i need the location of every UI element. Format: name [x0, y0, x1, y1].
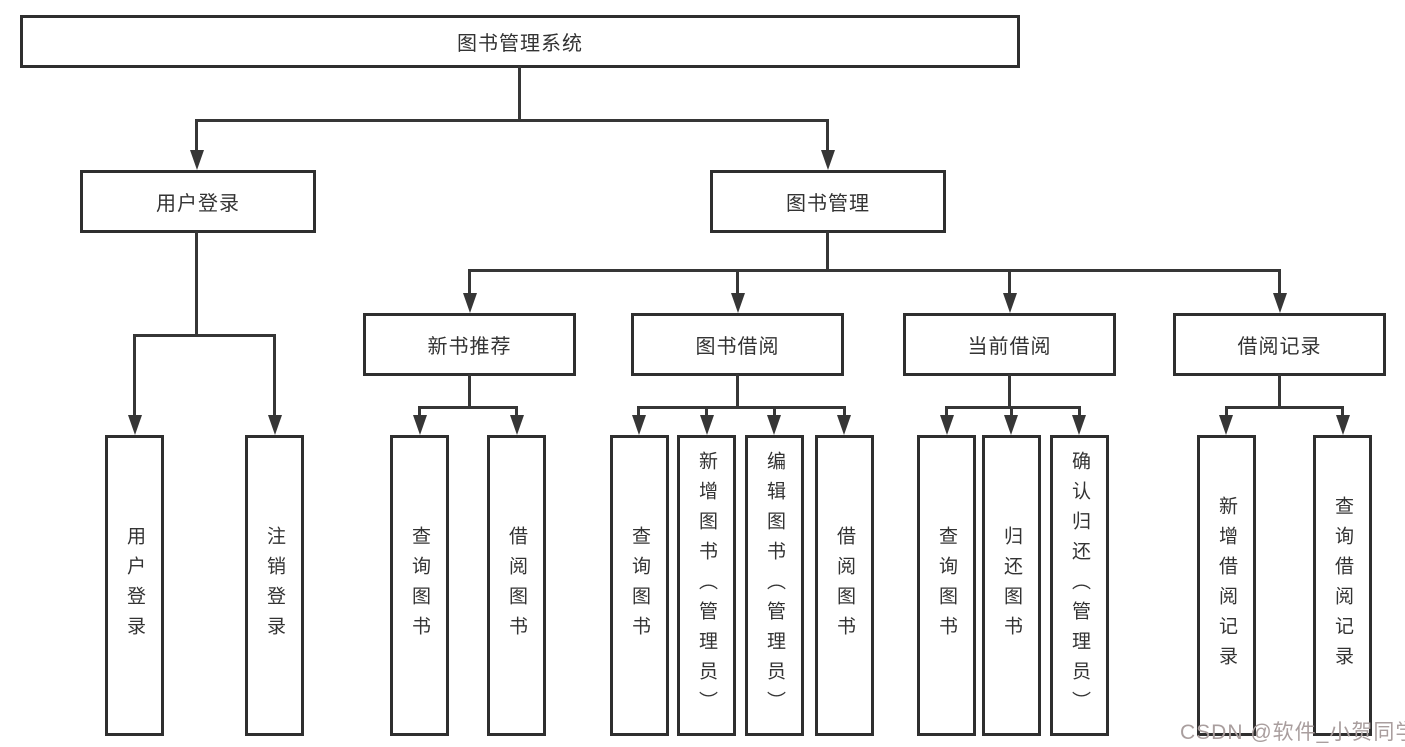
connector-line: [273, 334, 276, 415]
node-label: 确认归还（管理员）: [1069, 450, 1090, 721]
leaf-return-books: 归还图书: [982, 435, 1041, 736]
connector-line: [1078, 406, 1081, 415]
arrow-down-icon: [413, 415, 427, 435]
node-user-login: 用户登录: [80, 170, 316, 233]
connector-line: [518, 66, 521, 122]
arrow-down-icon: [767, 415, 781, 435]
node-label: 查询图书: [936, 525, 957, 646]
node-label: 图书管理: [786, 193, 870, 215]
leaf-user-login: 用户登录: [105, 435, 164, 736]
arrow-down-icon: [837, 415, 851, 435]
csdn-watermark: CSDN @软件_小贺同学: [1180, 721, 1405, 744]
node-borrowing-records: 借阅记录: [1173, 313, 1386, 376]
connector-line: [637, 406, 845, 409]
node-label: 查询借阅记录: [1332, 495, 1353, 676]
node-label: 借阅图书: [506, 525, 527, 646]
connector-line: [1341, 406, 1344, 415]
leaf-query-borrow-record: 查询借阅记录: [1313, 435, 1372, 736]
node-label: 用户登录: [124, 525, 145, 646]
node-new-book-recommendation: 新书推荐: [363, 313, 576, 376]
node-label: 编辑图书（管理员）: [764, 450, 785, 721]
connector-line: [1278, 269, 1281, 293]
leaf-add-books-admin: 新增图书（管理员）: [677, 435, 736, 736]
leaf-borrow-books-borrowing: 借阅图书: [815, 435, 874, 736]
node-label: 用户登录: [156, 193, 240, 215]
connector-line: [1010, 406, 1013, 415]
node-label: 图书借阅: [695, 336, 780, 358]
node-label: 新书推荐: [427, 336, 512, 358]
connector-line: [418, 406, 518, 409]
connector-line: [945, 406, 948, 415]
connector-line: [773, 406, 776, 415]
connector-line: [1225, 406, 1344, 409]
arrow-down-icon: [1219, 415, 1233, 435]
connector-line: [1278, 374, 1281, 408]
leaf-add-borrow-record: 新增借阅记录: [1197, 435, 1256, 736]
connector-line: [195, 231, 198, 337]
node-label: 当前借阅: [967, 336, 1052, 358]
arrow-down-icon: [268, 415, 282, 435]
connector-line: [736, 374, 739, 408]
connector-line: [705, 406, 708, 415]
node-label: 新增借阅记录: [1216, 495, 1237, 676]
leaf-query-books-borrowing: 查询图书: [610, 435, 669, 736]
leaf-logout: 注销登录: [245, 435, 304, 736]
connector-line: [826, 231, 829, 272]
connector-line: [736, 269, 739, 293]
node-label: 图书管理系统: [457, 33, 583, 55]
node-label: 借阅记录: [1237, 336, 1322, 358]
arrow-down-icon: [821, 150, 835, 170]
connector-line: [843, 406, 846, 415]
connector-line: [468, 269, 1281, 272]
connector-line: [418, 406, 421, 415]
node-label: 新增图书（管理员）: [696, 450, 717, 721]
arrow-down-icon: [128, 415, 142, 435]
connector-line: [1225, 406, 1228, 415]
leaf-query-books-current: 查询图书: [917, 435, 976, 736]
leaf-confirm-return-admin: 确认归还（管理员）: [1050, 435, 1109, 736]
leaf-borrow-books-recommend: 借阅图书: [487, 435, 546, 736]
connector-line: [195, 119, 829, 122]
leaf-edit-books-admin: 编辑图书（管理员）: [745, 435, 804, 736]
connector-line: [468, 269, 471, 293]
arrow-down-icon: [700, 415, 714, 435]
connector-line: [1008, 269, 1011, 293]
node-book-management: 图书管理: [710, 170, 946, 233]
node-root-book-management-system: 图书管理系统: [20, 15, 1020, 68]
arrow-down-icon: [1273, 293, 1287, 313]
arrow-down-icon: [940, 415, 954, 435]
node-label: 借阅图书: [834, 525, 855, 646]
arrow-down-icon: [632, 415, 646, 435]
connector-line: [133, 334, 136, 415]
arrow-down-icon: [1004, 415, 1018, 435]
connector-line: [826, 119, 829, 152]
arrow-down-icon: [1003, 293, 1017, 313]
leaf-query-books-recommend: 查询图书: [390, 435, 449, 736]
node-label: 查询图书: [409, 525, 430, 646]
arrow-down-icon: [510, 415, 524, 435]
connector-line: [133, 334, 276, 337]
arrow-down-icon: [1336, 415, 1350, 435]
arrow-down-icon: [190, 150, 204, 170]
node-label: 注销登录: [264, 525, 285, 646]
node-current-borrowing: 当前借阅: [903, 313, 1116, 376]
arrow-down-icon: [1072, 415, 1086, 435]
node-book-borrowing: 图书借阅: [631, 313, 844, 376]
connector-line: [515, 406, 518, 415]
connector-line: [195, 119, 198, 152]
arrow-down-icon: [463, 293, 477, 313]
arrow-down-icon: [731, 293, 745, 313]
connector-line: [1008, 374, 1011, 408]
connector-line: [637, 406, 640, 415]
node-label: 归还图书: [1001, 525, 1022, 646]
connector-line: [468, 374, 471, 408]
node-label: 查询图书: [629, 525, 650, 646]
